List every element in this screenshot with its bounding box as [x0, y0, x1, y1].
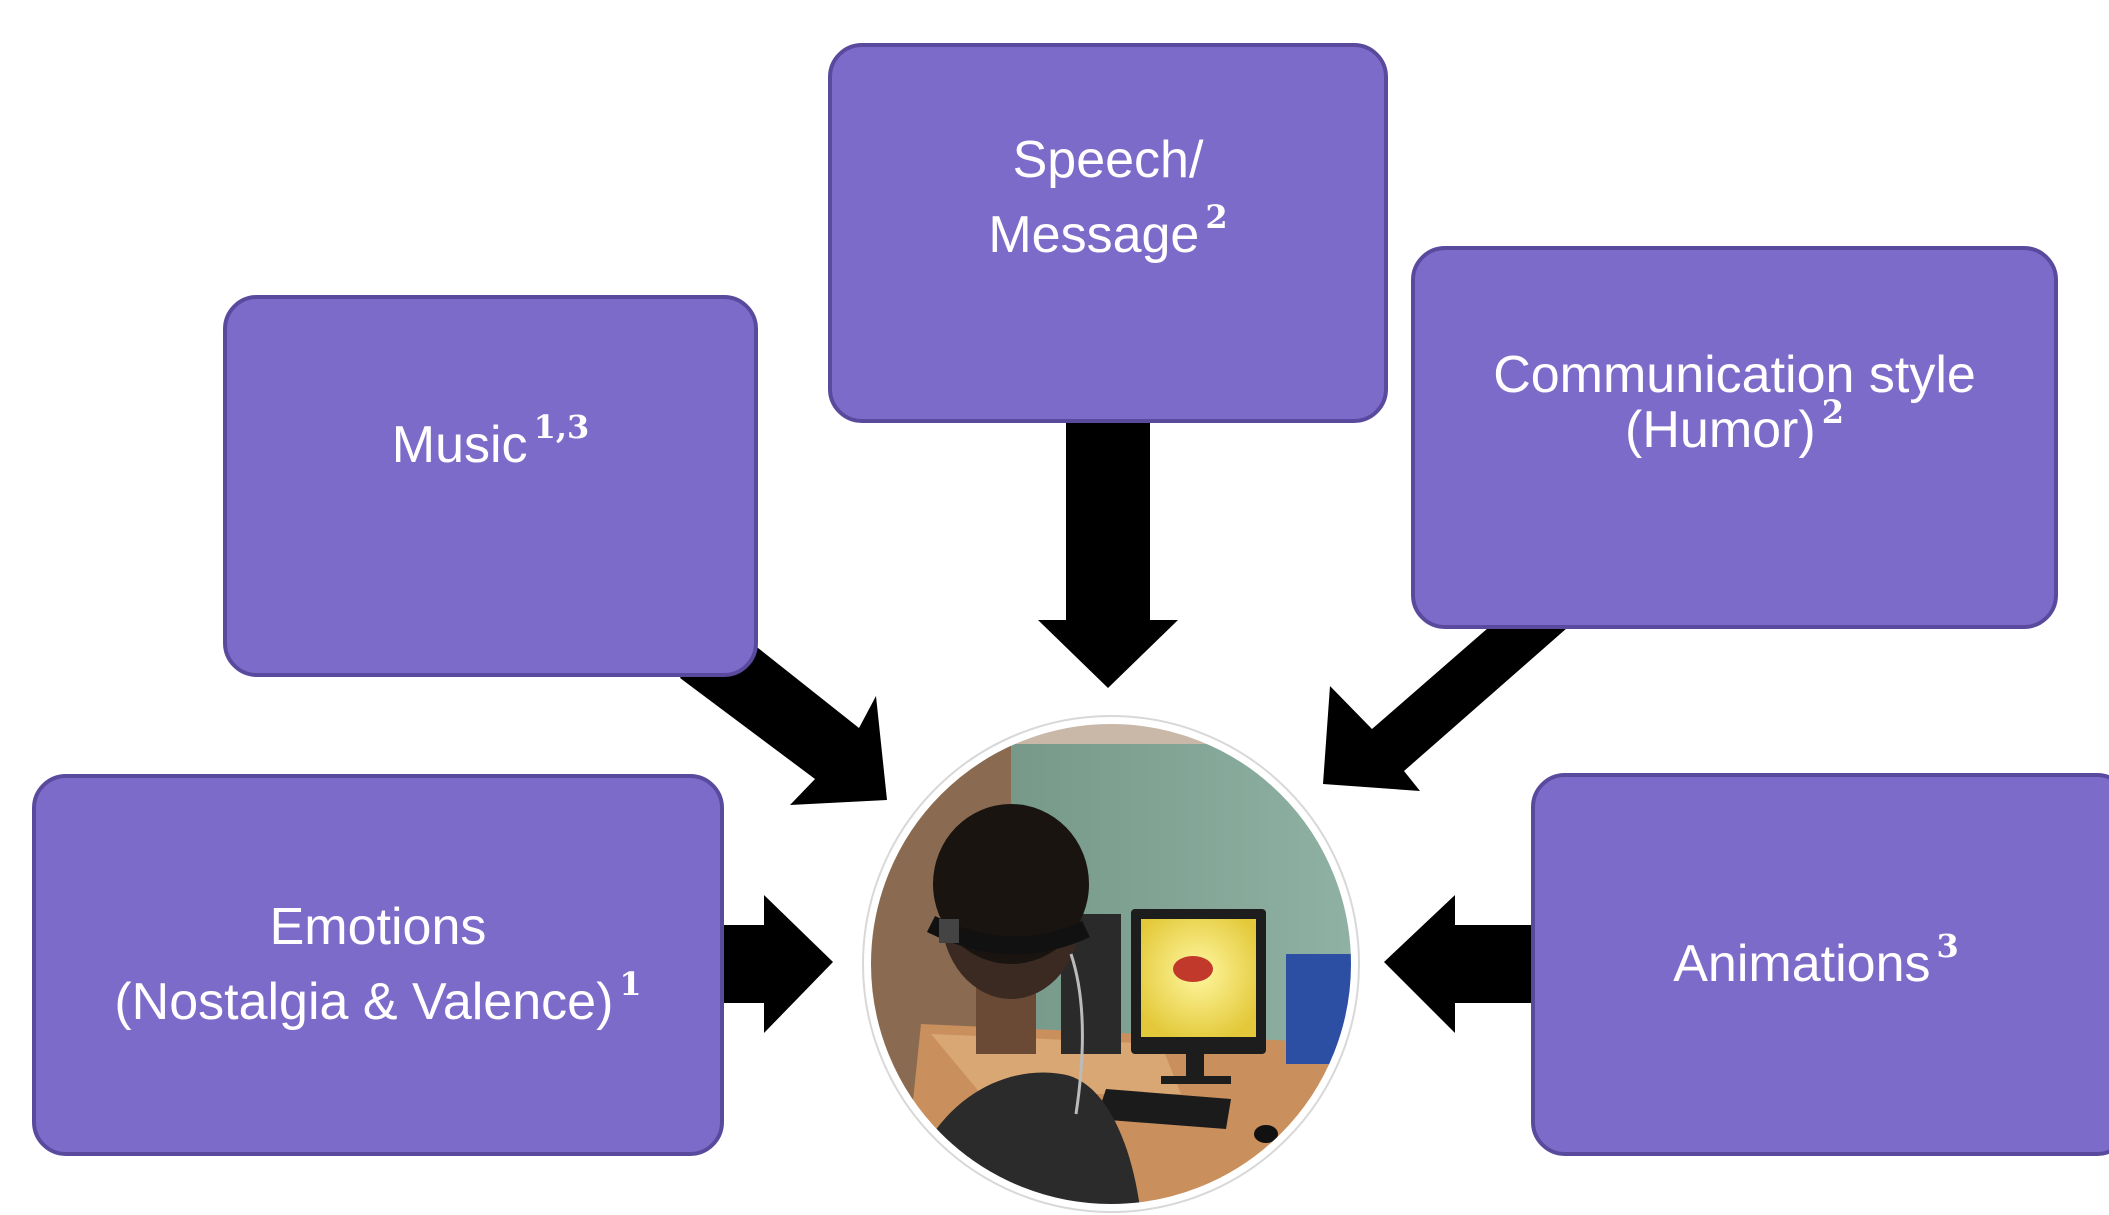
node-communication-style: Communication style (Humor)2: [1411, 246, 2058, 629]
arrow-emotions-to-center: [722, 895, 833, 1033]
arrow-music-to-center: [680, 640, 887, 805]
arrow-speech-to-center: [1038, 420, 1178, 688]
arrow-animations-to-center: [1384, 895, 1533, 1033]
node-emotions-line2-wrap: (Nostalgia & Valence)1: [114, 965, 641, 1040]
node-animations-ref: 3: [1936, 926, 1959, 965]
node-emotions-line1: Emotions: [269, 897, 487, 956]
center-participant-photo: [862, 715, 1360, 1213]
node-communication-line2: (Humor): [1625, 400, 1816, 459]
node-communication-line1: Communication style: [1493, 345, 1976, 404]
node-emotions: Emotions (Nostalgia & Valence)1: [32, 774, 724, 1156]
node-emotions-line2: (Nostalgia & Valence): [114, 973, 614, 1031]
node-communication-ref: 2: [1821, 392, 1844, 431]
node-speech-line1: Speech/: [1012, 130, 1204, 189]
node-communication-line2-wrap: (Humor)2: [1625, 396, 1844, 459]
node-animations-line1: Animations: [1673, 934, 1931, 993]
node-speech-ref: 2: [1205, 198, 1228, 236]
node-music-line1: Music: [391, 416, 528, 475]
node-emotions-ref: 1: [619, 965, 642, 1003]
node-music-ref: 1,3: [533, 408, 590, 447]
arrow-communication-to-center: [1323, 628, 1567, 791]
node-speech-line2: Message: [988, 206, 1200, 264]
